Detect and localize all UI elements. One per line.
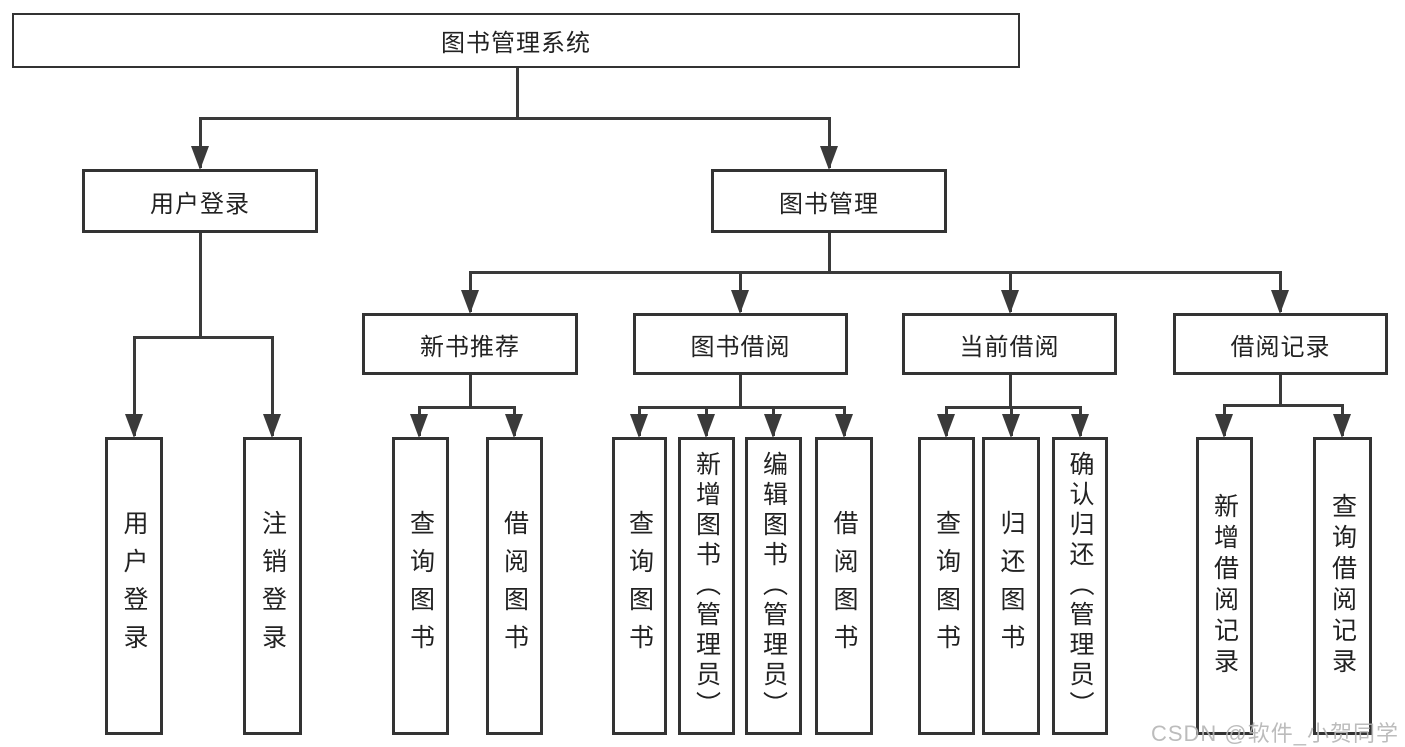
node-query-borrow-record: 查询借阅记录 [1313,437,1372,735]
arrowhead-down-icon [1071,414,1089,438]
connector-line-horizontal [469,271,1282,274]
node-borrow-books-borrowing: 借阅图书 [815,437,873,735]
node-label-query-books-borrowing: 查询图书 [625,510,654,662]
arrowhead-down-icon [731,290,749,314]
connector-line-vertical [199,118,202,168]
node-user-login: 用户登录 [82,169,318,233]
connector-line-vertical [828,118,831,168]
node-label-edit-books-admin: 编辑图书（管理员） [759,451,788,721]
node-label-confirm-return-admin: 确认归还（管理员） [1066,451,1094,721]
node-book-borrowing: 图书借阅 [633,313,848,375]
arrowhead-down-icon [630,414,648,438]
node-label-new-book-recommend: 新书推荐 [420,333,520,361]
arrowhead-down-icon [191,146,209,170]
node-edit-books-admin: 编辑图书（管理员） [745,437,802,735]
connector-line-vertical [828,233,831,272]
node-query-books-borrowing: 查询图书 [612,437,667,735]
node-label-return-books: 归还图书 [997,510,1025,662]
arrowhead-down-icon [1271,290,1289,314]
arrowhead-down-icon [410,414,428,438]
arrowhead-down-icon [1333,414,1351,438]
node-label-book-management: 图书管理 [779,190,879,218]
watermark-text: CSDN @软件_小贺同学 [1150,721,1399,746]
connector-line-horizontal [133,336,274,339]
connector-line-vertical [469,375,472,407]
node-logout-leaf: 注销登录 [243,437,302,735]
connector-line-vertical [1009,375,1012,407]
connector-line-vertical [739,375,742,407]
connector-line-horizontal [199,117,831,120]
node-borrowing-records: 借阅记录 [1173,313,1388,375]
arrowhead-down-icon [125,414,143,438]
node-query-books-recommend: 查询图书 [392,437,449,735]
node-label-add-borrow-record: 新增借阅记录 [1210,493,1239,679]
connector-line-vertical [271,337,274,436]
node-label-user-login-leaf: 用户登录 [120,510,148,662]
node-label-borrowing-records: 借阅记录 [1230,333,1331,361]
connector-line-horizontal [1223,404,1344,407]
node-label-query-books-recommend: 查询图书 [406,510,435,662]
node-add-borrow-record: 新增借阅记录 [1196,437,1253,735]
connector-line-horizontal [638,406,846,409]
node-label-logout-leaf: 注销登录 [258,510,287,662]
connector-line-vertical [1279,375,1282,405]
arrowhead-down-icon [1002,414,1020,438]
node-label-borrow-books-recommend: 借阅图书 [500,510,529,662]
connector-line-horizontal [418,406,516,409]
node-query-books-current: 查询图书 [918,437,975,735]
arrowhead-down-icon [835,414,853,438]
arrowhead-down-icon [697,414,715,438]
arrowhead-down-icon [505,414,523,438]
arrowhead-down-icon [820,146,838,170]
node-new-book-recommend: 新书推荐 [362,313,578,375]
node-return-books: 归还图书 [982,437,1040,735]
connector-line-vertical [199,233,202,337]
connector-line-vertical [133,337,136,436]
node-current-borrowing: 当前借阅 [902,313,1117,375]
node-label-query-books-current: 查询图书 [932,510,961,662]
node-label-system-root: 图书管理系统 [441,30,591,57]
node-book-management: 图书管理 [711,169,947,233]
node-add-books-admin: 新增图书（管理员） [678,437,735,735]
arrowhead-down-icon [263,414,281,438]
arrowhead-down-icon [764,414,782,438]
node-label-add-books-admin: 新增图书（管理员） [692,451,721,721]
arrowhead-down-icon [1001,290,1019,314]
node-confirm-return-admin: 确认归还（管理员） [1052,437,1108,735]
node-system-root: 图书管理系统 [12,13,1020,68]
arrowhead-down-icon [461,290,479,314]
arrowhead-down-icon [937,414,955,438]
connector-line-horizontal [945,406,1082,409]
node-label-user-login: 用户登录 [150,190,250,218]
node-label-current-borrowing: 当前借阅 [959,333,1060,361]
node-borrow-books-recommend: 借阅图书 [486,437,543,735]
arrowhead-down-icon [1215,414,1233,438]
node-user-login-leaf: 用户登录 [105,437,163,735]
connector-line-vertical [516,68,519,118]
node-label-book-borrowing: 图书借阅 [690,333,791,361]
node-label-borrow-books-borrowing: 借阅图书 [830,510,858,662]
node-label-query-borrow-record: 查询借阅记录 [1328,493,1357,679]
